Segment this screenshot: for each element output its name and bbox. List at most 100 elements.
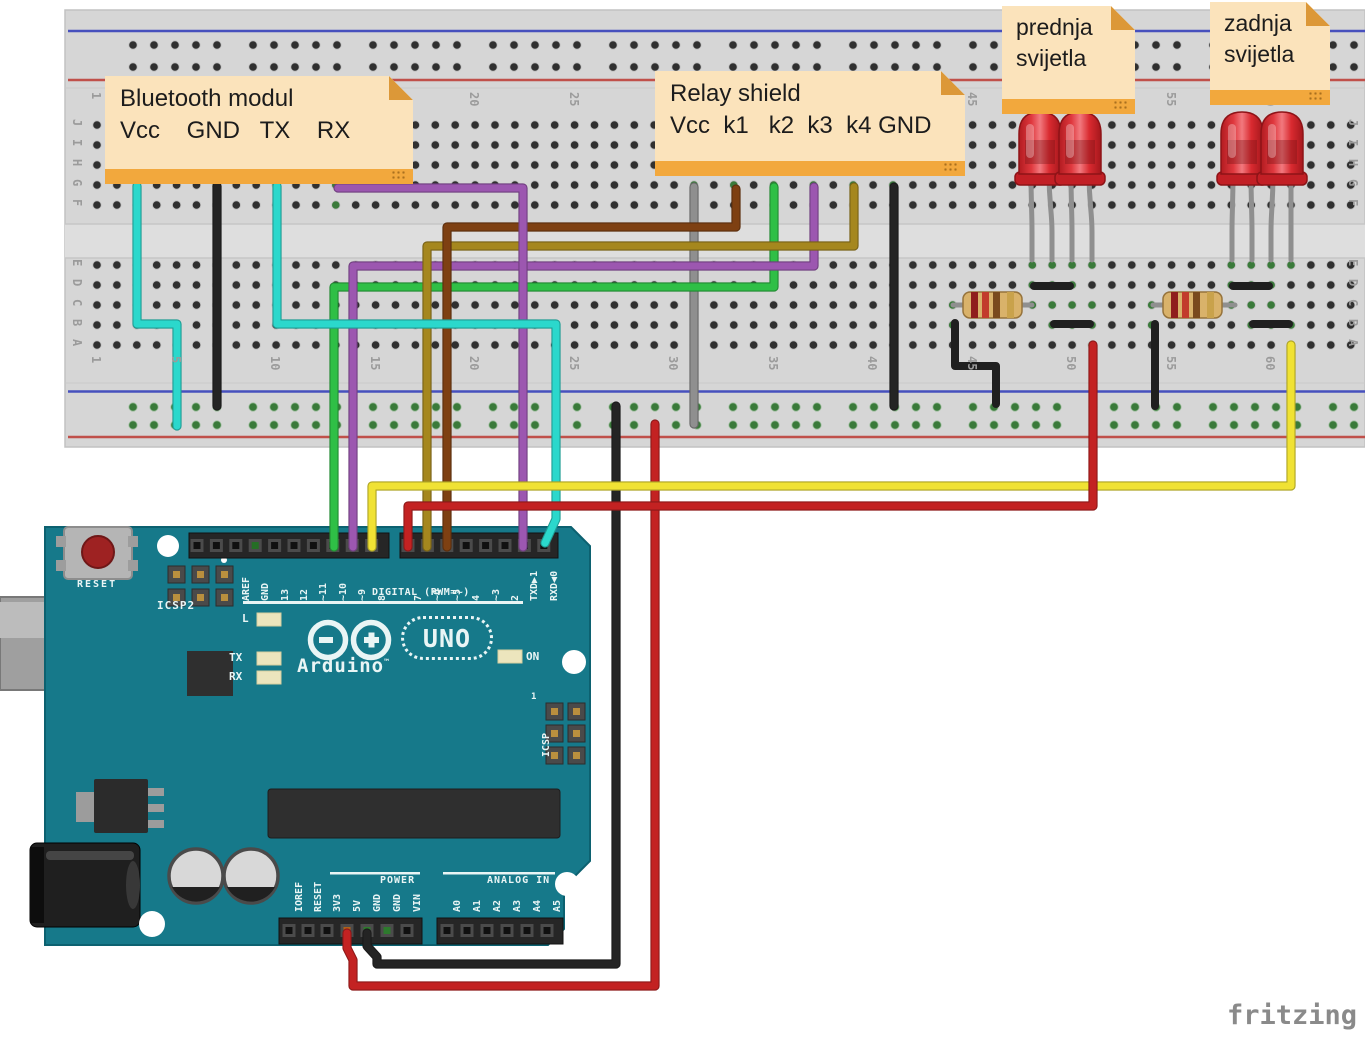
breadboard-hole (1067, 300, 1077, 310)
breadboard-hole (251, 280, 261, 290)
wire-gnd-black[interactable] (363, 402, 620, 968)
led-body[interactable] (1260, 111, 1304, 175)
column-number-bottom: 10 (268, 356, 283, 371)
note-grip-icon[interactable] (943, 162, 959, 173)
breadboard-hole (1052, 402, 1062, 412)
breadboard-hole (490, 200, 500, 210)
note-bar[interactable] (1002, 99, 1135, 114)
mount-hole (139, 911, 165, 937)
row-letter-right: J (1346, 119, 1360, 127)
breadboard-hole (1052, 420, 1062, 430)
breadboard-hole (92, 180, 102, 190)
note-bar[interactable] (655, 161, 965, 176)
led-highlight (1066, 124, 1074, 158)
wire-pin8-yellow[interactable] (368, 341, 1295, 551)
breadboard-hole (629, 200, 639, 210)
breadboard-hole (410, 40, 420, 50)
wire-5v-red[interactable] (343, 420, 659, 990)
breadboard-hole (669, 180, 679, 190)
breadboard-hole (172, 200, 182, 210)
breadboard-hole (649, 320, 659, 330)
note-bluetooth-title: Bluetooth modul (120, 85, 294, 112)
note-grip-icon[interactable] (1308, 91, 1324, 102)
breadboard-hole (770, 62, 780, 72)
breadboard-hole (248, 420, 258, 430)
breadboard-hole (650, 62, 660, 72)
breadboard-hole (410, 340, 420, 350)
led-on-label: ON (526, 650, 540, 663)
breadboard-hole (390, 340, 401, 350)
breadboard-hole (609, 300, 620, 310)
note-bar[interactable] (1210, 90, 1330, 105)
breadboard-hole (410, 402, 420, 412)
breadboard-hole (609, 340, 620, 350)
breadboard-hole (251, 300, 261, 310)
wire-pin7-red[interactable] (404, 341, 1097, 551)
breadboard-hole (291, 260, 301, 270)
breadboard-hole (650, 402, 660, 412)
note-bar[interactable] (105, 169, 413, 184)
power-pin-label: GND (372, 893, 383, 912)
note-grip-icon[interactable] (1113, 100, 1129, 111)
wire-k4-olive[interactable] (423, 183, 858, 551)
breadboard-hole (530, 120, 540, 130)
breadboard-hole (290, 420, 300, 430)
breadboard-hole (550, 200, 560, 210)
atmega-chip[interactable] (267, 788, 561, 839)
breadboard-hole (1326, 120, 1336, 130)
breadboard-hole (791, 420, 801, 430)
wire-bt-rx-purple[interactable] (334, 184, 527, 551)
breadboard-hole (490, 300, 500, 310)
breadboard-hole (1186, 260, 1197, 270)
breadboard-hole (430, 140, 440, 150)
note-grip-icon[interactable] (391, 170, 407, 181)
breadboard-hole (488, 402, 498, 412)
breadboard-passives (950, 111, 1308, 410)
arduino-uno-board[interactable] (0, 526, 591, 946)
breadboard-hole (1246, 300, 1256, 310)
breadboard-hole (251, 340, 261, 350)
breadboard-hole (589, 180, 600, 190)
wire-bt-vcc-cyan[interactable] (133, 182, 181, 430)
wire-k2-green[interactable] (330, 183, 778, 551)
breadboard-hole (112, 340, 122, 350)
breadboard-hole (692, 40, 702, 50)
breadboard-hole (749, 300, 759, 310)
breadboard-hole (488, 40, 498, 50)
breadboard-hole (331, 200, 341, 210)
jumper-wire-black[interactable] (951, 319, 1000, 408)
breadboard-hole (231, 200, 241, 210)
breadboard-hole (989, 40, 999, 50)
voltage-regulator (94, 779, 148, 833)
breadboard-hole (967, 180, 978, 190)
breadboard-hole (152, 260, 162, 270)
breadboard-hole (92, 300, 102, 310)
breadboard-hole (410, 420, 420, 430)
wire-bt-tx-cyan[interactable] (273, 182, 560, 547)
breadboard-hole (311, 402, 321, 412)
header-pin-hole (193, 542, 201, 549)
breadboard-hole (551, 62, 561, 72)
power-caption: POWER (380, 875, 416, 886)
power-pin-label: IOREF (294, 881, 305, 912)
breadboard-hole (311, 200, 321, 210)
breadboard-hole (828, 320, 838, 330)
breadboard-hole (569, 160, 580, 170)
wire-k3-purple[interactable] (349, 183, 818, 551)
note-front-line1: prednja (1016, 14, 1093, 40)
breadboard-hole (1151, 62, 1161, 72)
wire-k1-brown[interactable] (443, 185, 740, 551)
analog-pin-label: A2 (492, 899, 503, 912)
header-pin-hole (523, 927, 531, 934)
column-number-top: 1 (89, 92, 103, 100)
column-number-top: 25 (566, 92, 581, 107)
smd-led (256, 612, 282, 627)
breadboard-hole (452, 420, 462, 430)
reset-button-cap[interactable] (81, 535, 115, 569)
breadboard-hole (1206, 280, 1217, 290)
